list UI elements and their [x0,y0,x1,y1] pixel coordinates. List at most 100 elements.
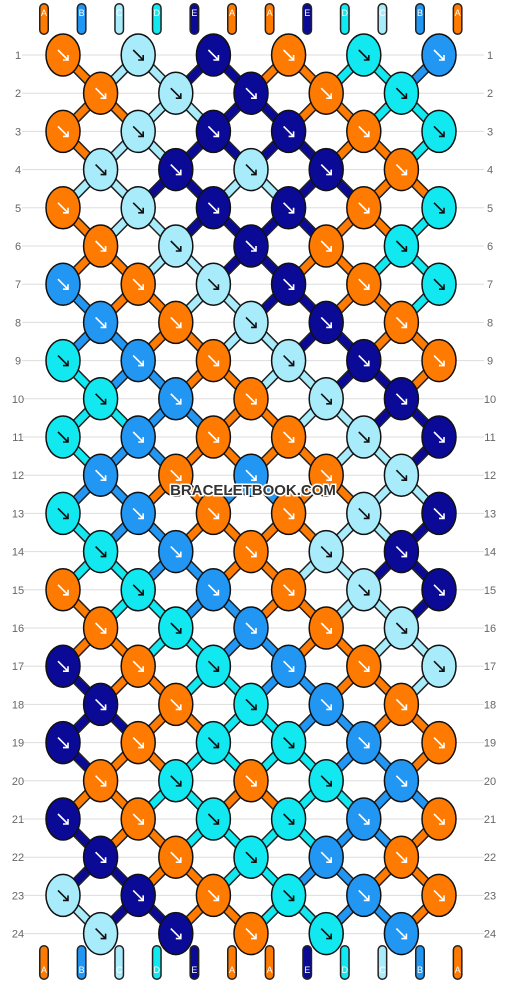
knot-arrow-icon [170,393,182,405]
knot-arrow-icon [358,125,370,138]
row-number-left: 17 [12,661,24,673]
knot-arrow-icon [433,507,445,520]
top-string-label: C [116,8,123,18]
row-number-right: 20 [484,776,496,788]
knot-arrow-icon [245,546,257,558]
knot-arrow-icon [170,87,182,99]
knot-arrow-icon [283,202,295,214]
row-number-right: 17 [484,661,496,673]
row-number-left: 2 [15,88,21,100]
row-number-right: 2 [487,88,493,100]
knot-arrow-icon [320,622,332,634]
top-string-label: A [267,8,273,18]
knot-arrow-icon [170,622,182,634]
knot-arrow-icon [132,660,144,672]
row-number-right: 9 [487,356,493,368]
row-number-left: 3 [15,126,21,138]
knot-arrow-icon [95,316,107,329]
knot-arrow-icon [358,660,370,672]
knot-arrow-icon [433,813,445,825]
knot-arrow-icon [395,393,408,405]
knot-arrow-icon [57,737,69,749]
row-number-left: 21 [12,814,24,826]
row-number-right: 19 [484,738,496,750]
knot-arrow-icon [57,660,69,672]
row-number-right: 6 [487,241,493,253]
row-number-right: 8 [487,317,493,329]
knot-arrow-icon [207,278,220,290]
knot-arrow-icon [433,49,445,61]
knot-arrow-icon [395,316,408,329]
knot-arrow-icon [283,431,295,443]
knot-arrow-icon [320,698,332,711]
watermark: BRACELETBOOK.COM [170,482,336,499]
row-number-left: 22 [12,852,24,864]
knot-arrow-icon [433,355,445,367]
knot-arrow-icon [170,928,182,940]
knot-arrow-icon [207,49,220,61]
knot-arrow-icon [132,49,144,61]
knot-arrow-icon [207,507,220,520]
knot-arrow-icon [358,431,370,443]
row-number-right: 22 [484,852,496,864]
knot-arrow-icon [320,775,332,787]
knot-arrow-icon [95,851,107,863]
knot-arrow-icon [170,546,182,558]
row-number-left: 7 [15,279,21,291]
knot-arrow-icon [283,584,295,596]
knot-arrow-icon [170,469,182,481]
knot-arrow-icon [132,202,144,214]
row-number-left: 8 [15,317,21,329]
knot-arrow-icon [207,355,220,367]
knot-arrow-icon [358,813,370,825]
knot-arrow-icon [395,851,408,863]
knot-arrow-icon [283,355,295,367]
knot-arrow-icon [433,584,445,596]
top-string-label: E [304,8,310,18]
knot-arrow-icon [57,125,69,138]
knot-arrow-icon [132,431,144,443]
row-number-left: 15 [12,585,24,597]
knot-arrow-icon [395,87,408,99]
row-number-right: 14 [484,547,496,559]
knot-arrow-icon [170,851,182,863]
row-number-left: 23 [12,890,24,902]
row-number-right: 1 [487,50,493,62]
row-number-right: 7 [487,279,493,291]
knot-arrow-icon [132,278,144,290]
knot-arrow-icon [283,889,295,902]
knot-arrow-icon [358,889,370,902]
knot-arrow-icon [245,928,257,940]
top-string-label: D [342,8,349,18]
knot-arrow-icon [207,813,220,825]
knot-arrow-icon [57,584,69,596]
bottom-string-label: D [342,965,349,975]
top-string-label: C [379,8,386,18]
knot-arrow-icon [245,164,257,176]
knot-arrow-icon [95,87,107,99]
knot-arrow-icon [170,316,182,329]
knot-arrow-icon [57,431,69,443]
knot-arrow-icon [132,813,144,825]
knot-arrow-icon [283,278,295,290]
knot-arrow-icon [132,584,144,596]
row-number-right: 12 [484,470,496,482]
knot-arrow-icon [395,546,408,558]
row-number-right: 16 [484,623,496,635]
knot-arrow-icon [283,49,295,61]
knot-arrow-icon [358,584,370,596]
row-number-left: 9 [15,356,21,368]
top-string-label: A [229,8,235,18]
knot-arrow-icon [320,316,332,329]
row-number-right: 21 [484,814,496,826]
row-number-right: 10 [484,394,496,406]
knot-arrow-icon [95,928,107,940]
knot-arrow-icon [395,164,408,176]
knot-arrow-icon [433,278,445,290]
knot-arrow-icon [57,355,69,367]
knot-arrow-icon [395,775,408,787]
knot-arrow-icon [207,889,220,902]
row-number-left: 13 [12,508,24,520]
row-number-left: 5 [15,203,21,215]
